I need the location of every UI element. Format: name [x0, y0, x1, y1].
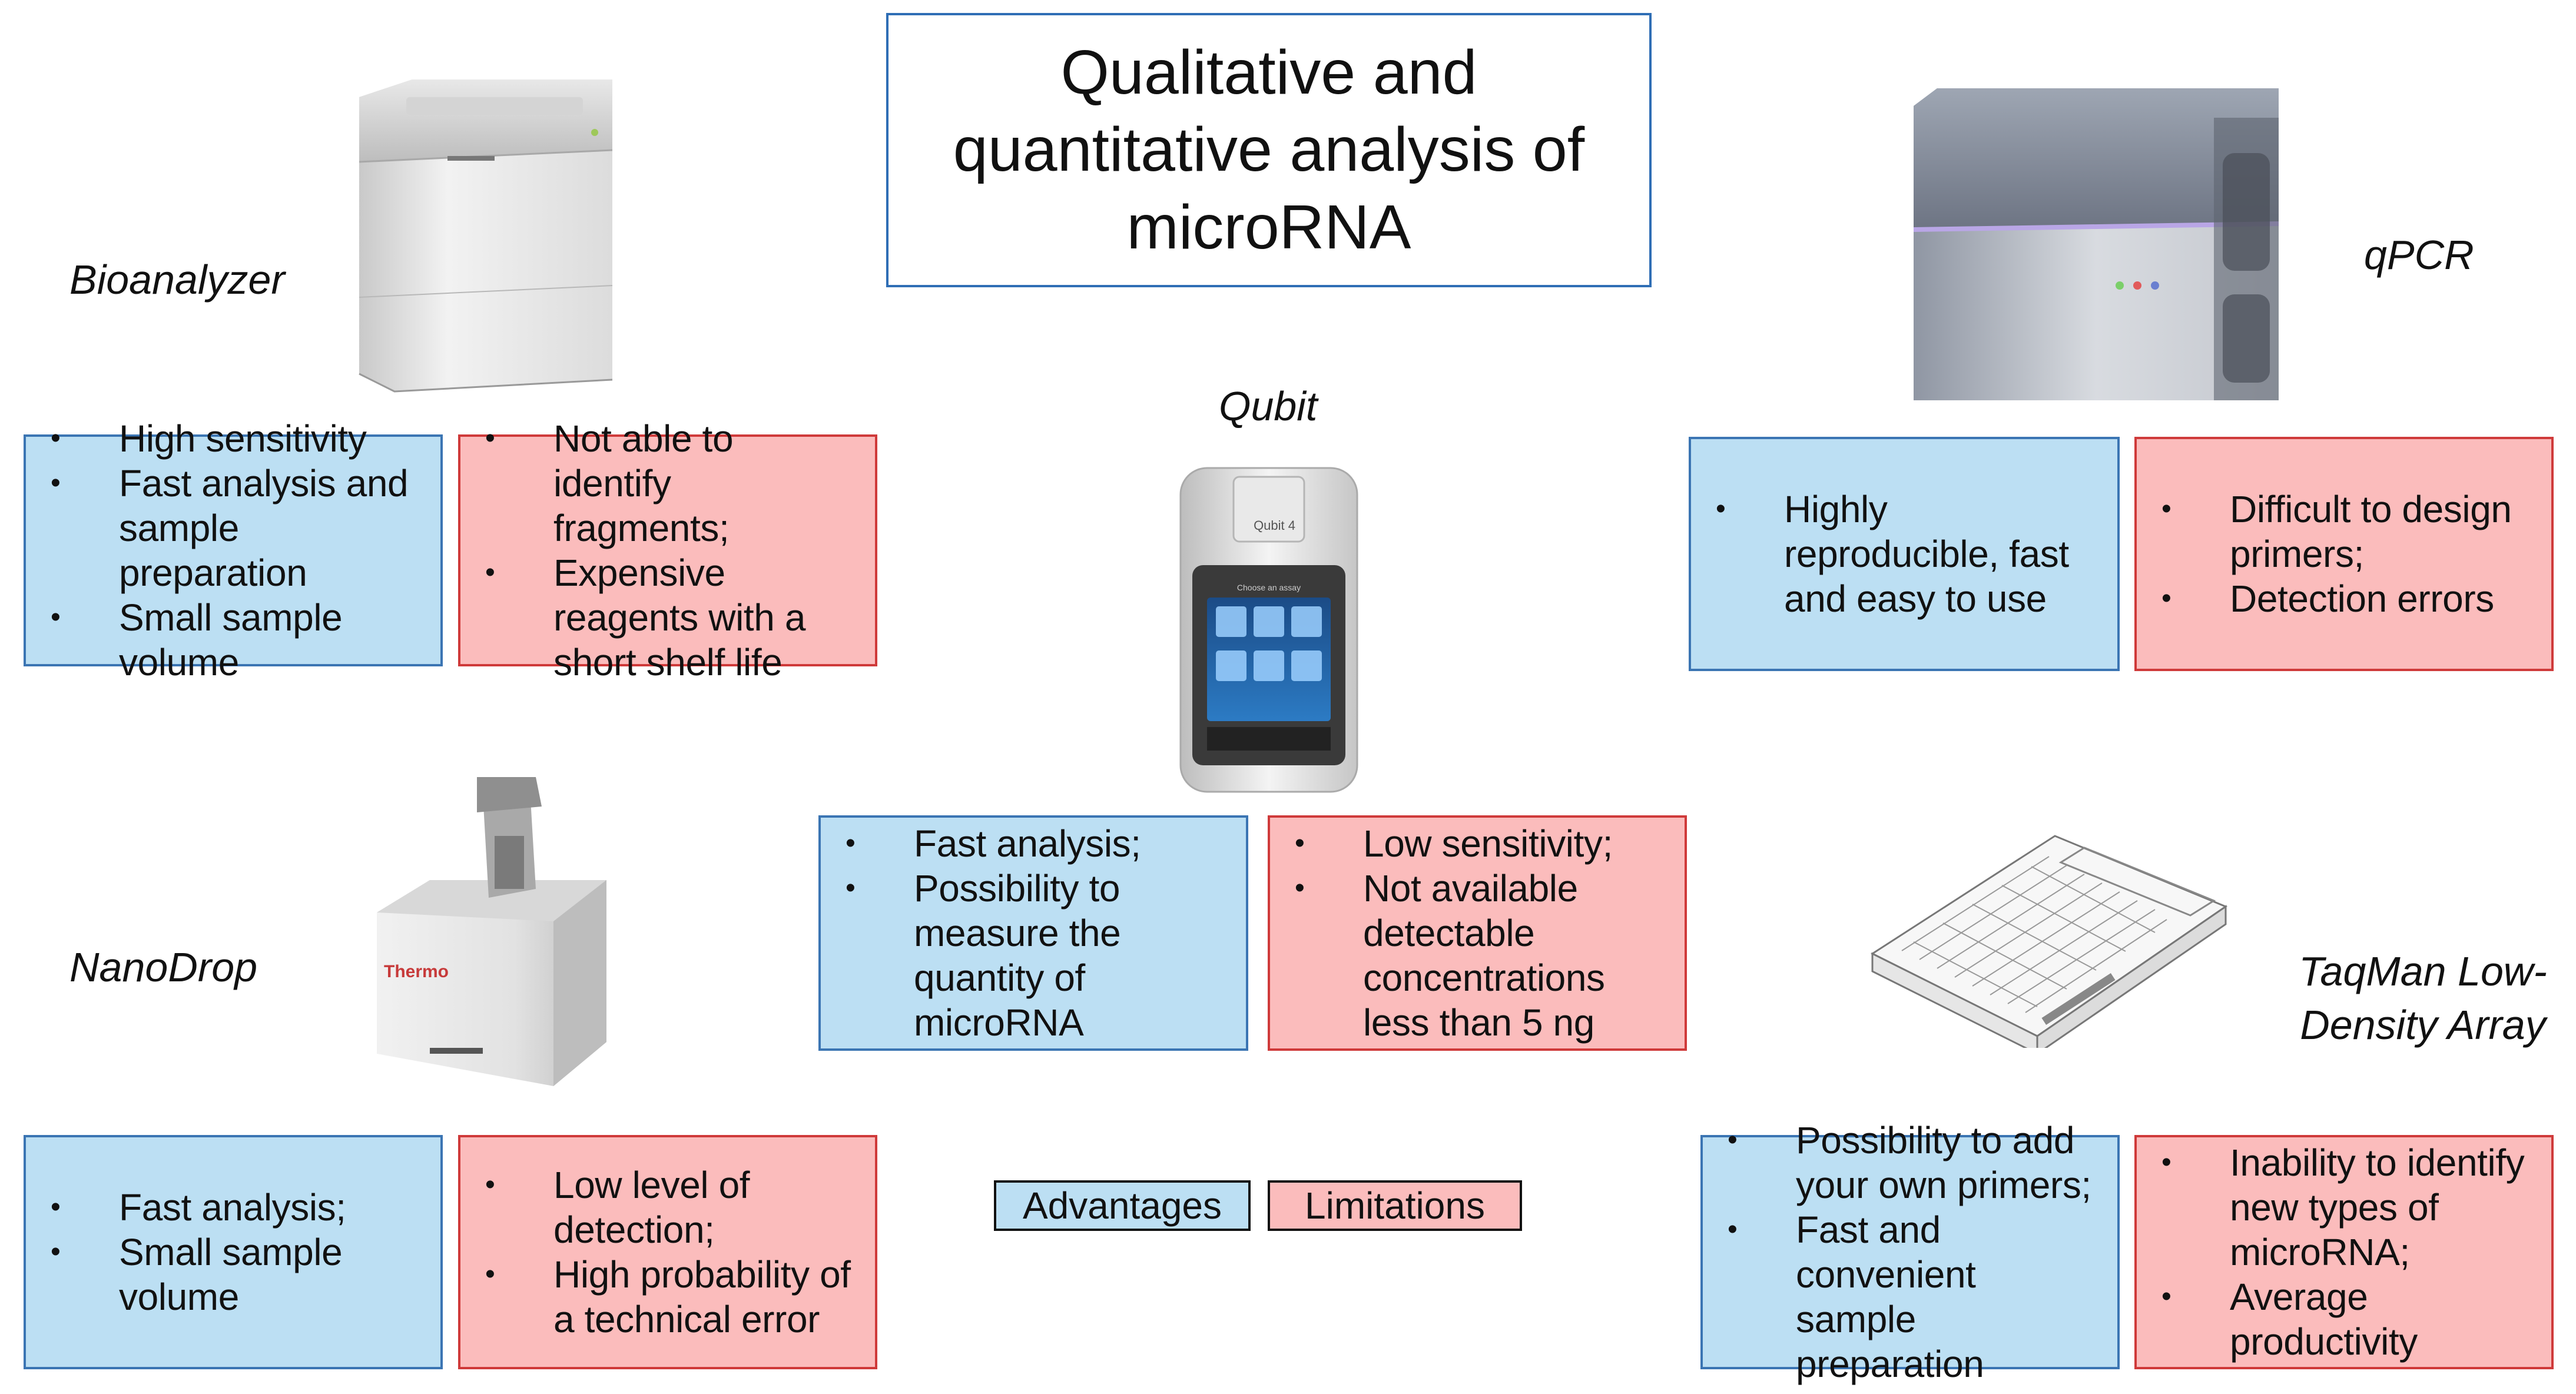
legend-advantages-label: Advantages [1022, 1184, 1222, 1227]
nanodrop-image: Thermo [359, 771, 630, 1092]
qpcr-advantages-list: Highly reproducible, fast and easy to us… [1711, 487, 2097, 621]
list-item: Average productivity [2157, 1274, 2531, 1364]
list-item: Expensive reagents with a short shelf li… [480, 550, 855, 685]
nanodrop-advantages-box: Fast analysis; Small sample volume [24, 1135, 443, 1369]
bioanalyzer-limitations-box: Not able to identify fragments; Expensiv… [458, 416, 877, 683]
list-item: Fast and convenient sample preparation [1723, 1207, 2097, 1386]
taqman-limitations-box: Inability to identify new types of micro… [2134, 1135, 2554, 1369]
list-item: Not available detectable concentrations … [1290, 866, 1665, 1045]
legend-limitations: Limitations [1268, 1180, 1522, 1231]
nanodrop-advantages-list: Fast analysis; Small sample volume [46, 1185, 420, 1319]
taqman-advantages-list: Possibility to add your own primers; Fas… [1723, 1118, 2097, 1386]
list-item: Fast analysis; [841, 821, 1226, 866]
legend-limitations-label: Limitations [1305, 1184, 1485, 1227]
list-item: Small sample volume [46, 1230, 420, 1319]
bioanalyzer-limitations-list: Not able to identify fragments; Expensiv… [480, 416, 855, 685]
taqman-image [1861, 818, 2237, 1048]
taqman-limitations-list: Inability to identify new types of micro… [2157, 1140, 2531, 1364]
list-item: Difficult to design primers; [2157, 487, 2531, 576]
qpcr-label: qPCR [2364, 232, 2474, 278]
qpcr-limitations-box: Difficult to design primers; Detection e… [2134, 437, 2554, 671]
nanodrop-limitations-box: Low level of detection; High probability… [458, 1135, 877, 1369]
bioanalyzer-advantages-list: High sensitivity Fast analysis and sampl… [46, 416, 420, 685]
bioanalyzer-image [336, 62, 665, 409]
list-item: Fast analysis and sample preparation [46, 461, 420, 595]
qubit-label: Qubit [1219, 383, 1318, 429]
qubit-screen-text: Choose an assay [1237, 583, 1301, 592]
bioanalyzer-label: Bioanalyzer [69, 257, 285, 303]
qubit-advantages-list: Fast analysis; Possibility to measure th… [841, 821, 1226, 1045]
list-item: Inability to identify new types of micro… [2157, 1140, 2531, 1274]
taqman-advantages-box: Possibility to add your own primers; Fas… [1700, 1118, 2120, 1385]
diagram-title: Qualitative and quantitative analysis of… [953, 37, 1585, 262]
qpcr-advantages-box: Highly reproducible, fast and easy to us… [1689, 437, 2120, 671]
legend-advantages: Advantages [994, 1180, 1251, 1231]
qpcr-limitations-list: Difficult to design primers; Detection e… [2157, 487, 2531, 621]
title-box: Qualitative and quantitative analysis of… [886, 13, 1652, 287]
list-item: Low level of detection; [480, 1163, 855, 1252]
list-item: High sensitivity [46, 416, 420, 461]
list-item: Not able to identify fragments; [480, 416, 855, 550]
list-item: Possibility to add your own primers; [1723, 1118, 2097, 1207]
qubit-image: Qubit 4 Choose an assay [1169, 462, 1369, 798]
qubit-limitations-list: Low sensitivity; Not available detectabl… [1290, 821, 1665, 1045]
list-item: Low sensitivity; [1290, 821, 1665, 866]
nanodrop-limitations-list: Low level of detection; High probability… [480, 1163, 855, 1342]
taqman-label: TaqMan Low-Density Array [2299, 948, 2547, 1048]
bioanalyzer-advantages-box: High sensitivity Fast analysis and sampl… [24, 416, 443, 683]
nanodrop-label: NanoDrop [69, 944, 258, 990]
list-item: Detection errors [2157, 576, 2531, 621]
list-item: High probability of a technical error [480, 1252, 855, 1342]
qpcr-image [1902, 82, 2290, 409]
qubit-limitations-box: Low sensitivity; Not available detectabl… [1268, 815, 1687, 1051]
qubit-brand-text: Qubit 4 [1254, 518, 1295, 533]
nanodrop-brand-text: Thermo [384, 962, 449, 981]
list-item: Possibility to measure the quantity of m… [841, 866, 1226, 1045]
list-item: Highly reproducible, fast and easy to us… [1711, 487, 2097, 621]
qubit-advantages-box: Fast analysis; Possibility to measure th… [818, 815, 1248, 1051]
list-item: Small sample volume [46, 595, 420, 685]
list-item: Fast analysis; [46, 1185, 420, 1230]
